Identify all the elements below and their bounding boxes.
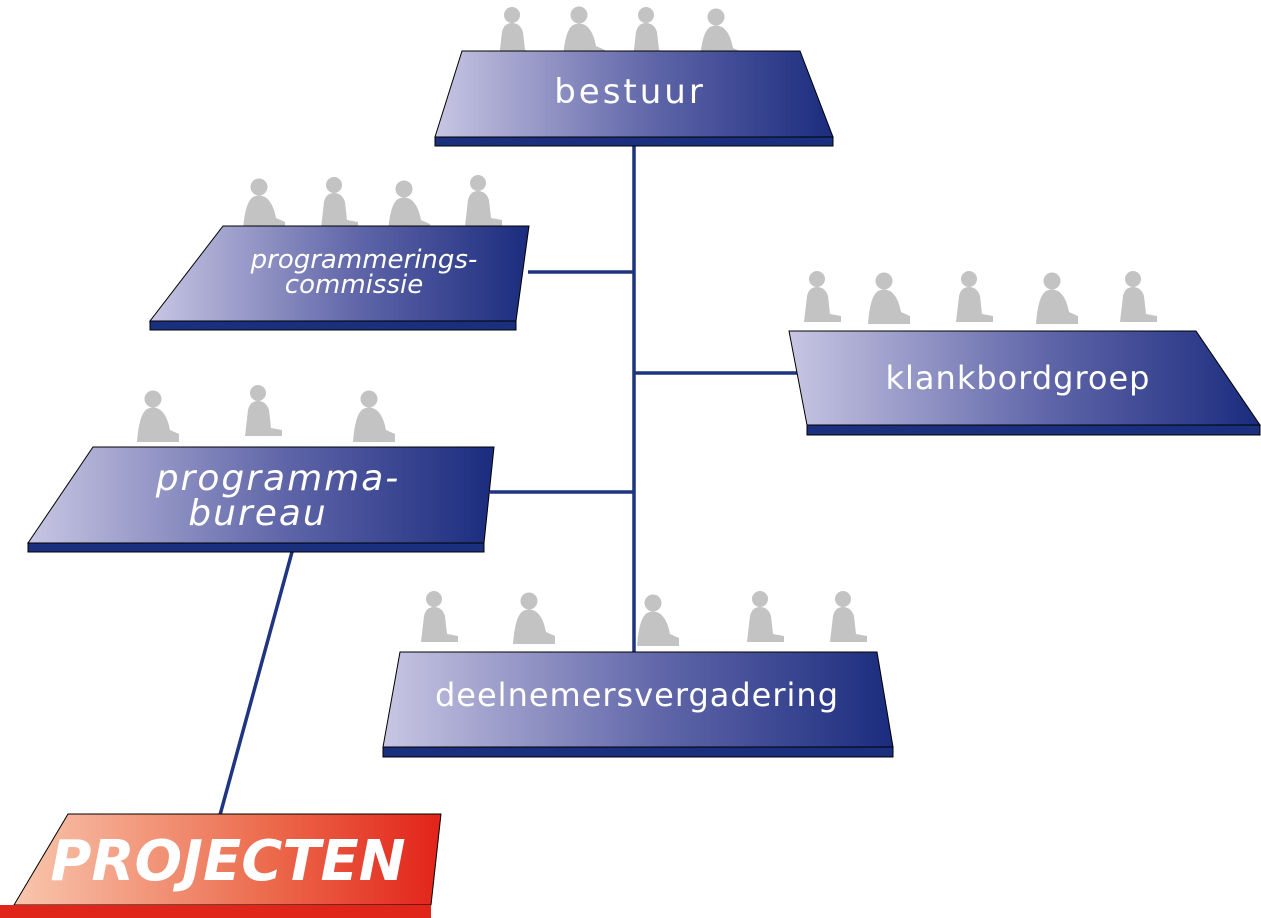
platform-edge (149, 320, 517, 331)
platform-edge (0, 905, 431, 918)
people-group (137, 385, 395, 442)
platform-edge (382, 746, 894, 758)
node-projecten: PROJECTEN (0, 813, 442, 918)
node-label-line2: commissie (285, 270, 423, 300)
node-programmeringscommissie: programmerings- commissie (148, 175, 530, 331)
people-group (243, 175, 502, 232)
platform-edge (27, 542, 485, 553)
people-group (804, 271, 1157, 324)
node-label: deelnemersvergadering (435, 676, 839, 714)
platform-edge (434, 136, 834, 147)
node-label: PROJECTEN (50, 829, 405, 894)
people-group (421, 591, 867, 646)
node-programmabureau: programma- bureau (27, 385, 495, 553)
node-deelnemersvergadering: deelnemersvergadering (382, 591, 894, 758)
node-label: klankbordgroep (886, 359, 1151, 397)
node-klankbordgroep: klankbordgroep (788, 271, 1261, 436)
branch-projecten (218, 551, 294, 816)
node-bestuur: bestuur (434, 6, 834, 147)
node-label-line1: programmerings- (250, 245, 478, 275)
node-label: bestuur (554, 72, 706, 112)
node-label-line2: bureau (188, 493, 328, 534)
platform-edge (806, 424, 1261, 436)
connector-lines (218, 146, 798, 816)
node-label-line1: programma- (155, 458, 401, 499)
